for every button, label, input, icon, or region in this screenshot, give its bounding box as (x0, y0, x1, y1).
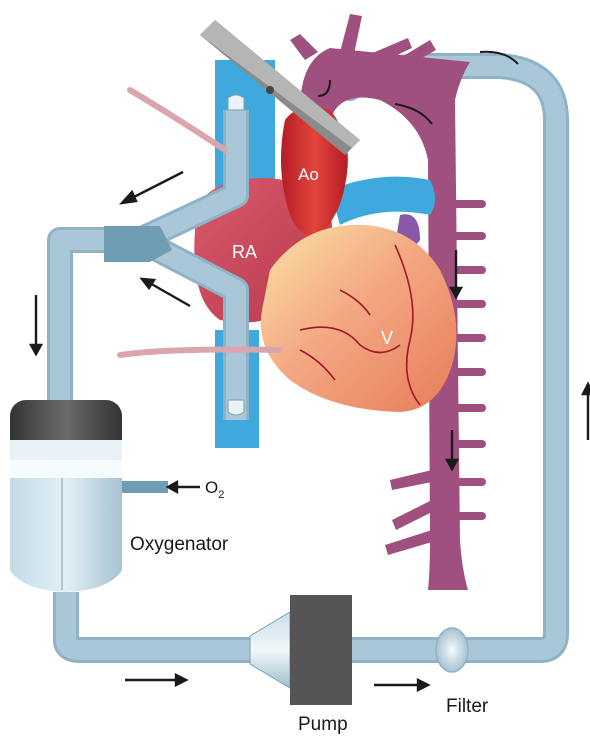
label-ao: Ao (298, 165, 319, 184)
pump (250, 595, 352, 705)
label-v: V (381, 328, 393, 348)
label-ra: RA (232, 242, 257, 262)
filter-unit (436, 628, 468, 672)
ventricle (261, 225, 457, 412)
label-filter: Filter (446, 696, 489, 717)
oxygenator (10, 400, 250, 650)
label-o2: O2 (205, 478, 224, 501)
label-o2-sub: 2 (218, 489, 224, 501)
label-o2-main: O (205, 478, 218, 497)
label-pump: Pump (298, 714, 348, 735)
label-oxygenator: Oxygenator (130, 534, 229, 555)
